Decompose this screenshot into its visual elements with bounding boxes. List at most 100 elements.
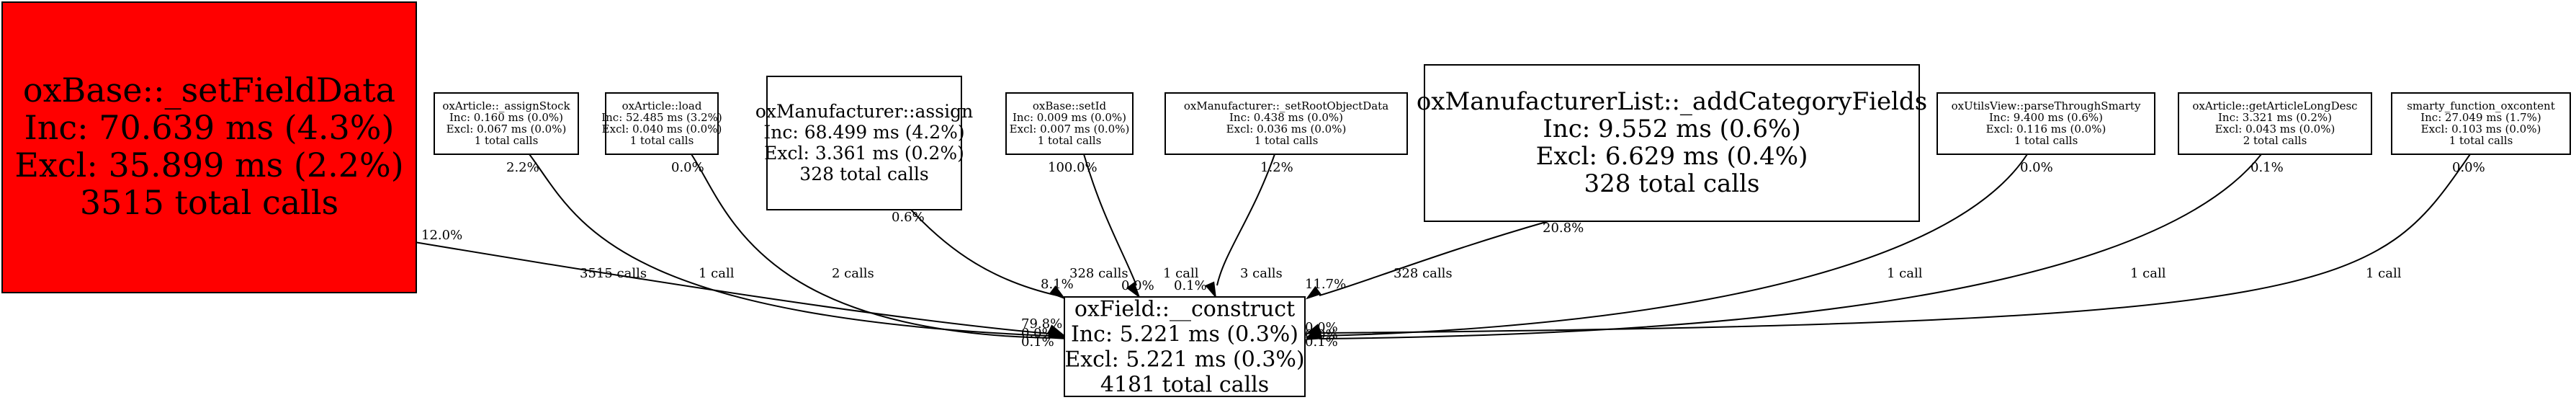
edge-callee-percent: 0.1%: [1021, 334, 1054, 350]
node-total-calls: 1 total calls: [2449, 134, 2513, 147]
node-box: [1064, 296, 1306, 397]
node-total-calls: 1 total calls: [1255, 134, 1319, 147]
edge-callee-percent: 0.0%: [1121, 278, 1154, 293]
edge-line: [691, 154, 1051, 339]
node-function-name: oxUtilsView::parseThroughSmarty: [1952, 99, 2141, 112]
node-box: [766, 76, 962, 210]
arrowhead-icon: [1047, 329, 1067, 339]
node-total-calls: 3515 total calls: [80, 183, 338, 222]
node-box: [1164, 92, 1408, 155]
edge-callee-percent: 8.1%: [1041, 277, 1074, 292]
node-exclusive-time: Excl: 0.040 ms (0.0%): [602, 123, 722, 135]
edge-call-count: 328 calls: [1069, 266, 1128, 281]
edge-line: [410, 241, 1051, 334]
edge-line: [1216, 154, 1275, 286]
arrowhead-icon: [1305, 324, 1322, 334]
node-box: [1424, 64, 1920, 222]
node-function-name: smarty_function_oxcontent: [2407, 99, 2555, 112]
edge-caller-percent: 0.6%: [892, 210, 925, 225]
edge-caller-percent: 12.0%: [421, 228, 462, 243]
node-total-calls: 4181 total calls: [1100, 372, 1269, 397]
node-box: [2391, 92, 2571, 155]
node-exclusive-time: Excl: 0.116 ms (0.0%): [1986, 123, 2106, 135]
edge-call-count: 1 call: [699, 266, 735, 281]
arrowhead-icon: [1205, 281, 1217, 299]
node-box: [2178, 92, 2372, 155]
call-edge-manAssign: 328 calls 0.6% 8.1%: [892, 209, 1128, 300]
node-inclusive-time: Inc: 9.552 ms (0.6%): [1543, 115, 1800, 143]
edge-caller-percent: 100.0%: [1048, 160, 1098, 175]
node-total-calls: 2 total calls: [2243, 134, 2307, 147]
node-function-name: oxArticle::getArticleLongDesc: [2192, 99, 2357, 112]
node-inclusive-time: Inc: 68.499 ms (4.2%): [763, 122, 964, 143]
node-inclusive-time: Inc: 0.009 ms (0.0%): [1013, 111, 1126, 124]
node-box: [1937, 92, 2155, 155]
node-function-name: oxBase::_setFieldData: [23, 71, 395, 110]
edge-caller-percent: 0.0%: [2020, 160, 2053, 175]
edge-line: [1319, 154, 2471, 334]
edge-line: [1319, 154, 2262, 339]
call-edge-addCat: 328 calls 20.8% 11.7%: [1305, 221, 1584, 300]
node-addCat[interactable]: oxManufacturerList::_addCategoryFieldsIn…: [1417, 64, 1927, 222]
node-total-calls: 1 total calls: [2014, 134, 2078, 147]
node-function-name: oxManufacturer::_setRootObjectData: [1184, 99, 1388, 112]
node-box: [1005, 92, 1134, 155]
edge-call-count: 3 calls: [1240, 266, 1283, 281]
edge-call-count: 328 calls: [1394, 266, 1453, 281]
node-inclusive-time: Inc: 0.438 ms (0.0%): [1229, 111, 1343, 124]
edge-caller-percent: 0.0%: [2452, 160, 2485, 175]
call-edge-setRoot: 3 calls 1.2% 0.1%: [1174, 154, 1293, 299]
node-exclusive-time: Excl: 6.629 ms (0.4%): [1536, 142, 1808, 171]
node-inclusive-time: Inc: 52.485 ms (3.2%): [601, 111, 722, 124]
edge-callee-percent: 11.7%: [1305, 277, 1346, 292]
node-box: [1, 1, 417, 293]
node-total-calls: 1 total calls: [475, 134, 539, 147]
edge-line: [1319, 221, 1549, 296]
edge-call-count: 1 call: [2130, 266, 2166, 281]
call-edge-longDesc: 1 call 0.1% 0.0%: [1305, 154, 2284, 342]
node-total-calls: 1 total calls: [630, 134, 694, 147]
edge-callee-percent: 0.1%: [1174, 278, 1207, 293]
node-inclusive-time: Inc: 3.321 ms (0.2%): [2218, 111, 2332, 124]
node-exclusive-time: Excl: 35.899 ms (2.2%): [14, 146, 403, 185]
node-function-name: oxBase::setId: [1033, 99, 1107, 112]
node-inclusive-time: Inc: 5.221 ms (0.3%): [1071, 321, 1298, 347]
node-box: [434, 92, 579, 155]
node-function-name: oxManufacturer::assign: [755, 101, 973, 122]
edge-line: [529, 154, 1051, 337]
edge-call-count: 1 call: [1163, 266, 1199, 281]
node-exclusive-time: Excl: 5.221 ms (0.3%): [1064, 347, 1304, 372]
edge-callee-percent: 0.1%: [1305, 334, 1338, 350]
arrowhead-icon: [1126, 282, 1141, 299]
edge-caller-percent: 20.8%: [1543, 221, 1584, 236]
node-exclusive-time: Excl: 3.361 ms (0.2%): [764, 143, 964, 164]
node-total-calls: 328 total calls: [1584, 169, 1760, 198]
arrowhead-icon: [1306, 285, 1321, 300]
edge-line: [1083, 154, 1137, 286]
node-exclusive-time: Excl: 0.007 ms (0.0%): [1010, 123, 1130, 135]
edge-caller-percent: 0.1%: [2250, 160, 2284, 175]
node-inclusive-time: Inc: 70.639 ms (4.3%): [24, 108, 395, 147]
node-exclusive-time: Excl: 0.036 ms (0.0%): [1226, 123, 1347, 135]
node-total-calls: 328 total calls: [799, 164, 928, 185]
edge-caller-percent: 0.0%: [671, 160, 704, 175]
edge-caller-percent: 1.2%: [1260, 160, 1293, 175]
edge-call-count: 1 call: [2366, 266, 2402, 281]
node-inclusive-time: Inc: 0.160 ms (0.0%): [449, 111, 563, 124]
edge-line: [910, 209, 1058, 296]
node-function-name: oxArticle::_assignStock: [442, 99, 570, 112]
